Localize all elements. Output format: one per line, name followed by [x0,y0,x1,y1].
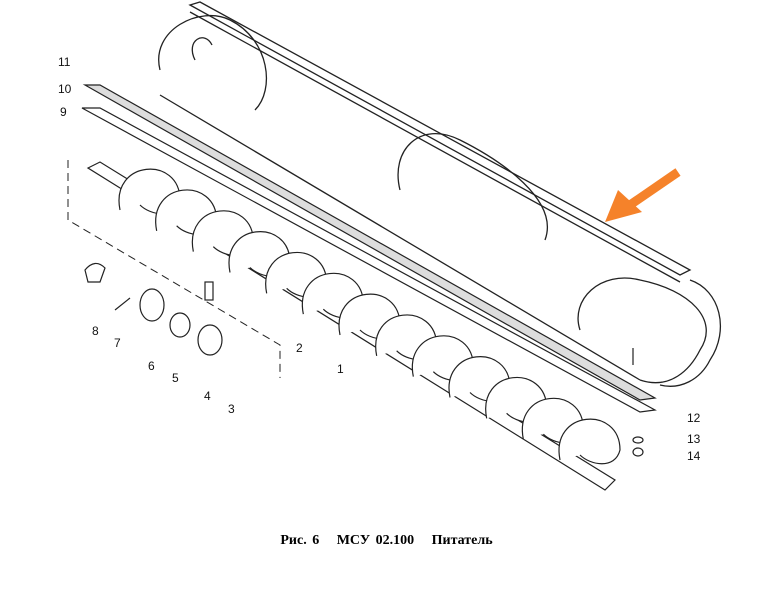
part-label-13: 13 [687,432,701,446]
flat-bars [81,84,657,413]
assembly-dashed-outline [67,160,281,378]
part-label-12: 12 [687,411,701,425]
small-parts [84,262,644,457]
part-label-10: 10 [58,82,72,96]
trough-housing [158,1,722,387]
part-label-5: 5 [172,371,179,385]
part-label-9: 9 [60,105,67,119]
direction-arrow [605,168,681,222]
figure-caption: Рис. 6 МСУ 02.100 Питатель [0,533,773,549]
auger [86,161,621,491]
part-label-2: 2 [296,341,303,355]
auger-flight [558,418,621,465]
part-label-6: 6 [148,359,155,373]
part-label-7: 7 [114,336,121,350]
part-label-11: 11 [58,55,71,69]
part-label-14: 14 [687,449,701,463]
part-label-4: 4 [204,389,211,403]
figure-number: Рис. 6 [280,533,320,548]
part-label-8: 8 [92,324,99,338]
figure-title: Питатель [431,533,493,548]
part-label-1: 1 [337,362,344,376]
figure-code: МСУ 02.100 [336,533,415,548]
part-label-3: 3 [228,402,235,416]
